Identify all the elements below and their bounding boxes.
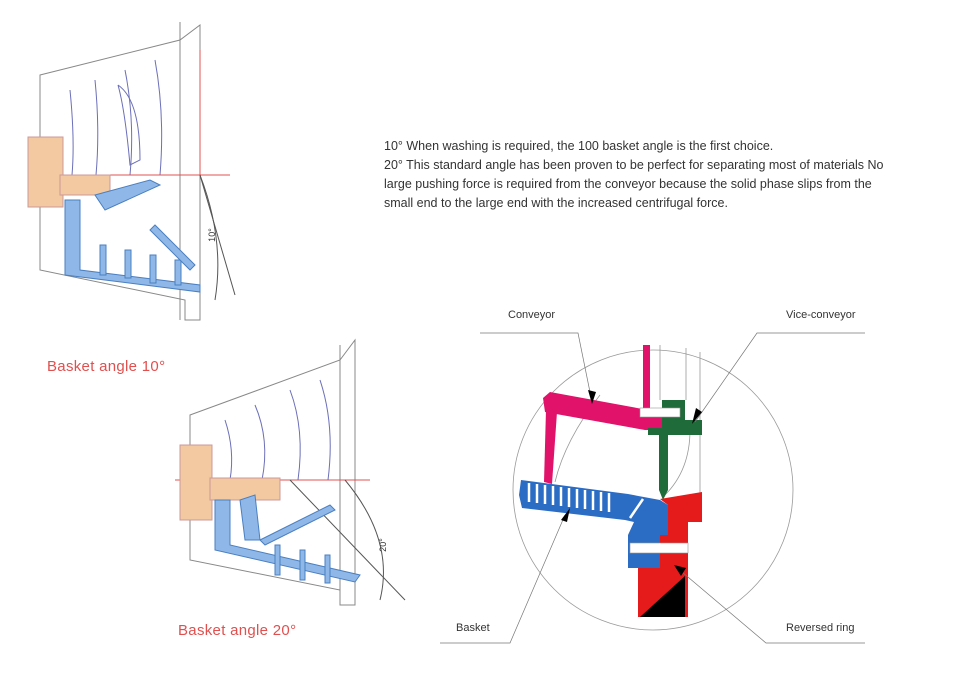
description-line-10deg: 10° When washing is required, the 100 ba… — [384, 139, 774, 153]
description-line-20deg: 20° This standard angle has been proven … — [384, 158, 884, 210]
label-basket: Basket — [456, 622, 490, 634]
basket-drawing-10deg — [27, 22, 236, 321]
vice-conveyor-part — [648, 400, 702, 500]
description-text: 10° When washing is required, the 100 ba… — [384, 137, 904, 213]
black-wedge — [640, 576, 685, 617]
caption-basket-angle-10: Basket angle 10° — [47, 358, 166, 375]
angle-label-20: 20° — [377, 538, 388, 552]
caption-basket-angle-20: Basket angle 20° — [178, 622, 297, 639]
basket-drawing-20deg — [175, 338, 406, 606]
angle-label-10: 10° — [206, 228, 217, 242]
reversed-ring-part — [638, 492, 702, 617]
detail-view — [440, 332, 865, 644]
label-vice-conveyor: Vice-conveyor — [786, 309, 856, 321]
label-reversed-ring: Reversed ring — [786, 622, 855, 634]
conveyor-part — [543, 345, 662, 484]
label-conveyor: Conveyor — [508, 309, 556, 321]
